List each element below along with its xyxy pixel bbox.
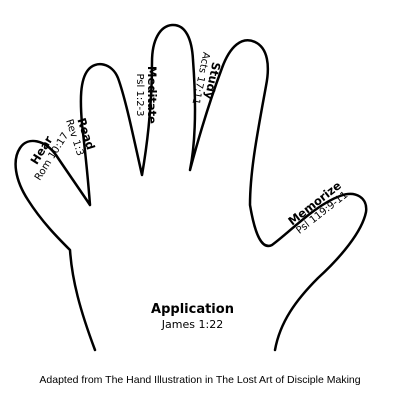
- finger-name-meditate: Meditate: [145, 66, 159, 124]
- palm-name: Application: [151, 302, 234, 317]
- finger-label-meditate: Meditate Psl 1:2-3: [133, 66, 159, 124]
- palm-label-application: Application James 1:22: [100, 302, 285, 331]
- finger-ref-meditate: Psl 1:2-3: [133, 73, 145, 117]
- palm-ref: James 1:22: [161, 318, 224, 331]
- source-caption: Adapted from The Hand Illustration in Th…: [39, 374, 361, 386]
- hand-outline: [14, 23, 368, 352]
